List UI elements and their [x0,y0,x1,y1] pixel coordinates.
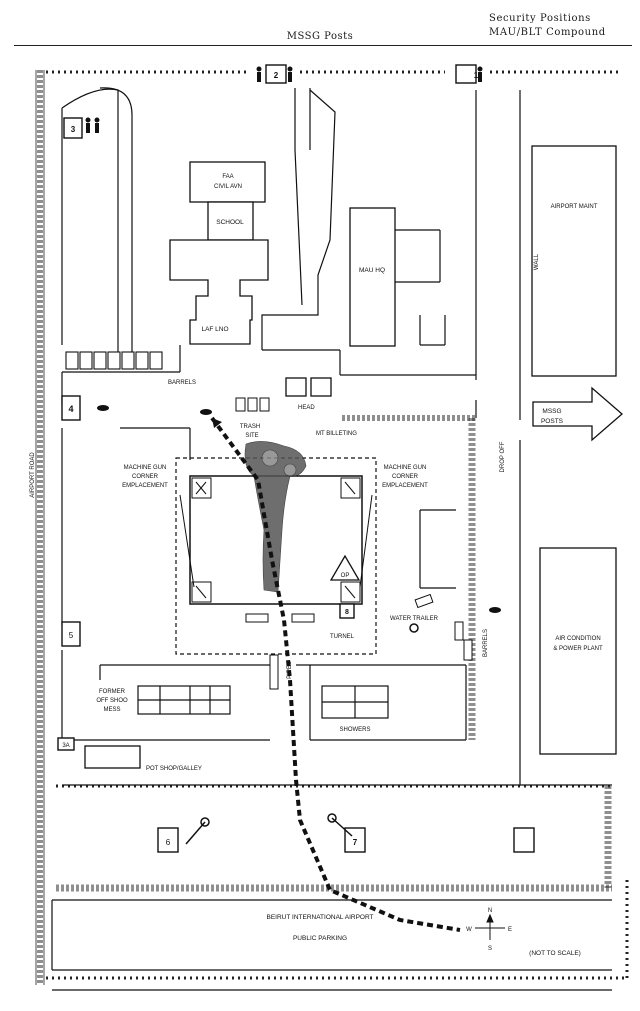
water-trailer-icon [414,593,434,609]
water-trailer-label: WATER TRAILER [390,616,439,622]
airport-maint-building [531,145,617,377]
head-building-1 [285,377,307,397]
sentry-figures [85,66,501,613]
head-building-2 [310,377,332,397]
mt-billeting-label: MT BILLETING [316,431,357,437]
mg-left-label-1: MACHINE GUN [124,465,167,471]
trash-label: TRASH [240,424,260,430]
mg-right-label-1: MACHINE GUN [384,465,427,471]
airport-label: AIRPORT MAINT [551,204,598,210]
perimeter-wire [35,70,629,985]
post-7-label: 7 [353,838,358,847]
op-triangle [329,554,361,581]
former-label-3: MESS [103,707,120,713]
mau-hq-label: MAU HQ [359,267,385,274]
turnel-label: TURNEL [330,634,355,640]
barrels-right-label: BARRELS [483,629,489,657]
pipes-label: PIPES [287,661,293,679]
post-3-label: 3 [71,125,76,134]
compass-s: S [488,946,492,952]
mau-hq-building [349,207,396,347]
roads [51,87,612,991]
site-label: SITE [245,433,258,439]
school-label: SCHOOL [216,219,244,226]
laf-lno-label: LAF LNO [201,326,228,333]
compass-w: W [466,927,472,933]
pot-shop-label: POT SHOP/GALLEY [146,766,202,772]
mg-emplacement-sw [191,581,212,603]
laf-lno-building [169,239,269,345]
mg-right-label-3: EMPLACEMENT [382,483,428,489]
beirut-airport-label: BEIRUT INTERNATIONAL AIRPORT [266,914,373,921]
truck-path [210,416,461,932]
mg-emplacement-se [340,581,361,603]
compass-n: N [488,908,492,914]
barrels-top [65,351,163,370]
trash-site-bins [235,397,270,412]
mg-emplacement-nw [191,477,212,499]
showers-building [321,685,389,719]
barrels-right [454,621,473,661]
post-6-label: 6 [166,838,171,847]
drop-off-label: DROP OFF [500,441,506,472]
faa-label: FAA [222,174,233,180]
civil-avn-label: CIVIL AVN [214,184,242,190]
post-2-label: 2 [274,71,279,80]
post-1-label: 1 [474,71,479,80]
post-boxes [57,64,535,853]
air-condition-label: AIR CONDITION [555,636,600,642]
air-condition-power-plant-building [539,547,617,755]
mg-left-label-3: EMPLACEMENT [122,483,168,489]
map-heading-line-2: MAU/BLT Compound [489,27,606,38]
showers-label: SHOWERS [339,727,370,733]
pot-shop-galley-building [84,745,141,769]
former-label-1: FORMER [99,689,126,695]
map-heading-line-1: Security Positions [489,13,591,24]
former-mess-building [137,685,231,715]
former-label-2: OFF SHOO [96,698,128,704]
wall-label: WALL [534,253,540,270]
post-4-label: 4 [68,404,73,414]
post-3a-label: 3A [62,743,69,749]
barrels-top-label: BARRELS [168,380,196,386]
compass-rose [475,913,505,940]
mssg-arrow-label-2: POSTS [541,418,564,425]
school-building [207,201,254,241]
header-rule [14,45,632,46]
faa-civil-avn-building [189,161,266,203]
buildings [84,145,617,769]
compass-e: E [508,927,512,933]
blast-debris [244,441,307,593]
head-label: HEAD [298,405,315,411]
mssg-posts-arrow [532,386,623,442]
mg-left-label-2: CORNER [132,474,159,480]
op-label: OP [341,573,350,579]
mg-right-label-2: CORNER [392,474,419,480]
public-parking-label: PUBLIC PARKING [293,935,347,942]
truck-path-arrowhead [212,418,222,428]
guard-positions [185,623,419,845]
mg-emplacement-ne [340,477,361,499]
airport-road-label: AIRPORT ROAD [30,452,36,498]
post-8-label: 8 [345,609,349,616]
not-to-scale-label: (NOT TO SCALE) [529,950,581,957]
post-5-label: 5 [69,631,74,640]
map-title: MSSG Posts [286,31,354,42]
power-plant-label: & POWER PLANT [553,646,603,652]
mssg-arrow-label-1: MSSG [542,408,561,415]
